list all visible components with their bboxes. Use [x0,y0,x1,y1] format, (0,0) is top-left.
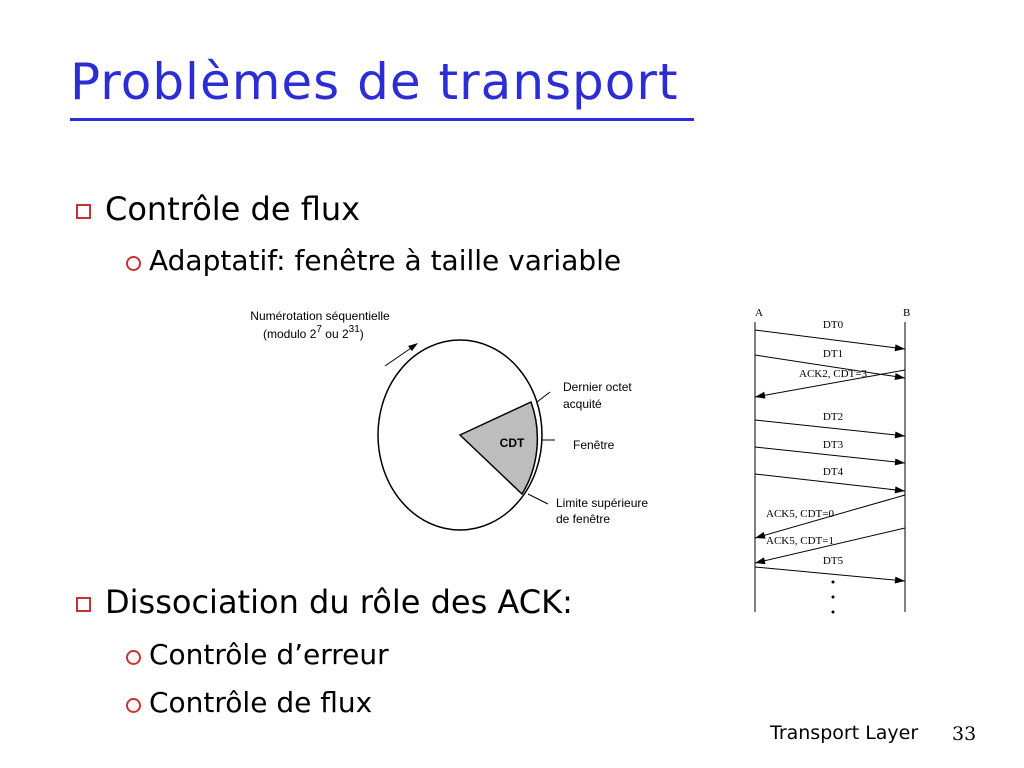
bullet-dissociation-text: Dissociation du rôle des ACK: [105,583,573,621]
arrowhead-icon [755,557,766,565]
arrowhead-icon [755,391,766,399]
message-arrow [754,419,906,437]
arrowhead-icon [894,344,905,352]
upper-limit-pointer [527,493,549,505]
bullet-flow-control: Contrôle de flux [76,190,360,228]
message-label: DT0 [823,319,844,331]
continuation-dot [831,580,835,584]
direction-arrowhead-icon [408,343,418,351]
bullet-flow-control-2-text: Contrôle de flux [149,686,373,719]
circle-bullet-icon [126,698,141,713]
cdt-label: CDT [500,436,525,450]
square-bullet-icon [76,203,91,219]
bullet-error-control-text: Contrôle d’erreur [149,638,389,671]
seq-label-line2: (modulo 27 ou 231) [263,324,364,341]
message-label: DT1 [823,348,843,360]
continuation-dot [831,595,835,599]
bullet-adaptive-text: Adaptatif: fenêtre à taille variable [149,244,622,277]
message-label: ACK5, CDT=0 [766,508,834,520]
arrowhead-icon [894,486,905,494]
message-arrow [754,369,906,398]
message-arrow [754,566,906,582]
last-ack-label-line2: acquité [563,397,602,411]
bullet-dissociation: Dissociation du rôle des ACK: [76,583,573,621]
message-arrow [754,329,906,350]
direction-arrow [384,345,415,367]
message-arrow [754,527,906,564]
slide-title: Problèmes de transport [70,53,679,111]
arrowhead-icon [894,373,905,380]
circle-bullet-icon [126,650,141,665]
message-label: ACK5, CDT=1 [766,535,834,547]
page-number: 33 [952,723,977,745]
message-label: DT3 [823,439,844,451]
arrowhead-icon [894,458,905,466]
continuation-dot [831,610,835,614]
message-label: DT4 [823,466,844,478]
upper-limit-label-line2: de fenêtre [556,512,610,526]
arrowhead-icon [755,531,766,539]
upper-limit-label-line1: Limite supérieure [556,496,648,510]
circle-bullet-icon [126,256,141,271]
window-label: Fenêtre [573,438,615,452]
host-a-label: A [755,307,763,319]
message-label: ACK2, CDT=3 [799,368,867,380]
last-ack-pointer [536,391,551,403]
host-b-label: B [903,307,910,319]
bullet-error-control: Contrôle d’erreur [126,638,389,671]
seq-label-line1: Numérotation séquentielle [250,309,390,323]
bullet-flow-control-2: Contrôle de flux [126,686,372,719]
message-arrow [754,446,906,464]
message-arrow [754,494,906,539]
last-ack-label-line1: Dernier octet [563,380,632,394]
square-bullet-icon [76,596,91,612]
message-arrow [754,473,906,492]
arrowhead-icon [894,576,905,584]
bullet-flow-control-text: Contrôle de flux [105,190,361,228]
arrowhead-icon [894,431,905,439]
footer-label: Transport Layer [770,722,919,744]
message-label: DT5 [823,555,844,567]
bullet-adaptive: Adaptatif: fenêtre à taille variable [126,244,621,277]
title-underline [70,118,694,121]
window-sector [458,400,539,496]
message-label: DT2 [823,411,843,423]
